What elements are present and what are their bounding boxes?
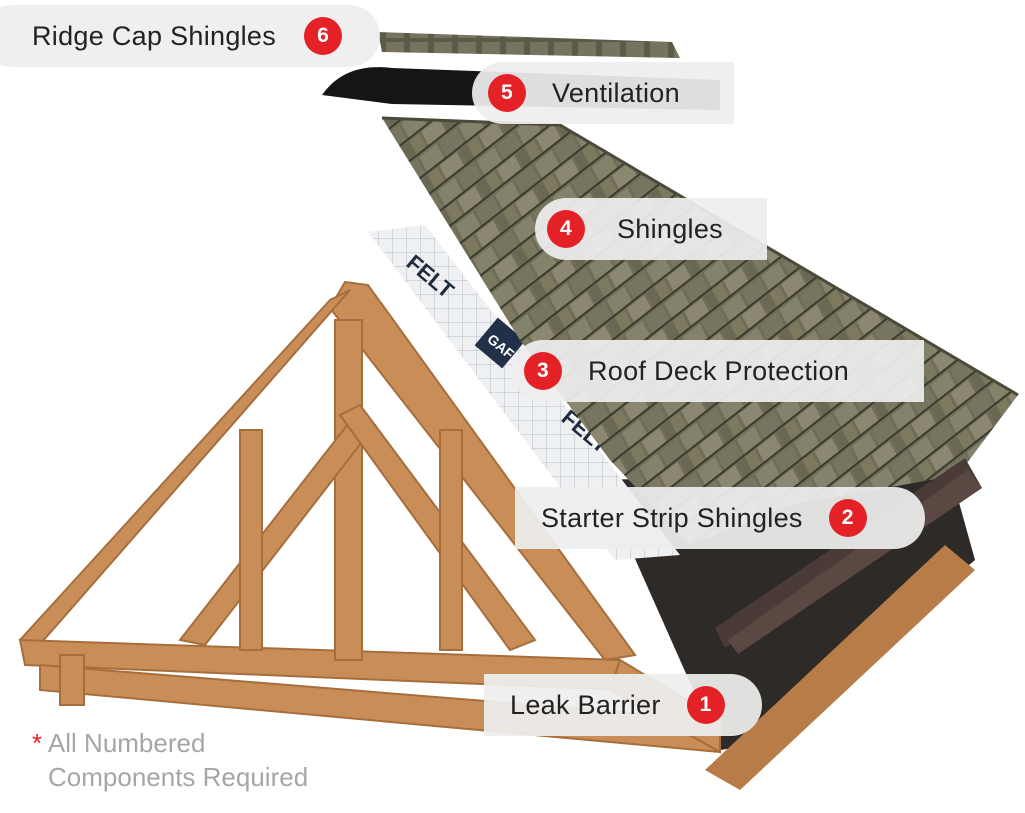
note-line-1: All Numbered: [47, 728, 206, 758]
callout-label: Ventilation: [552, 77, 680, 108]
note-line-2: Components Required: [48, 762, 309, 792]
number-badge: 1: [686, 686, 725, 724]
asterisk: *: [32, 728, 43, 758]
number-badge: 5: [488, 74, 526, 112]
callout-starter-strip-shingles: Starter Strip Shingles 2: [515, 487, 925, 549]
deck-edge: [705, 545, 975, 790]
callout-label: Roof Deck Protection: [588, 355, 850, 386]
callout-label: Leak Barrier: [510, 689, 661, 720]
callout-ventilation: 5 Ventilation: [472, 62, 734, 124]
callout-shingles: 4 Shingles: [535, 198, 767, 260]
required-components-note: * All Numbered Components Required: [32, 726, 308, 794]
callout-label: Starter Strip Shingles: [541, 502, 803, 533]
number-badge: 6: [304, 17, 343, 55]
callout-label: Shingles: [617, 213, 723, 244]
callout-roof-deck-protection: 3 Roof Deck Protection: [512, 340, 924, 402]
number-badge: 3: [524, 352, 562, 390]
callout-ridge-cap-shingles: Ridge Cap Shingles 6: [0, 5, 380, 67]
callout-label: Ridge Cap Shingles: [32, 20, 277, 51]
number-badge: 4: [547, 210, 585, 248]
ridge-cap-shingles: [378, 32, 680, 58]
callout-leak-barrier: Leak Barrier 1: [484, 674, 762, 736]
gaf-logo-box: [474, 317, 526, 369]
shingle-edge: [381, 116, 1019, 397]
number-badge: 2: [828, 499, 867, 537]
